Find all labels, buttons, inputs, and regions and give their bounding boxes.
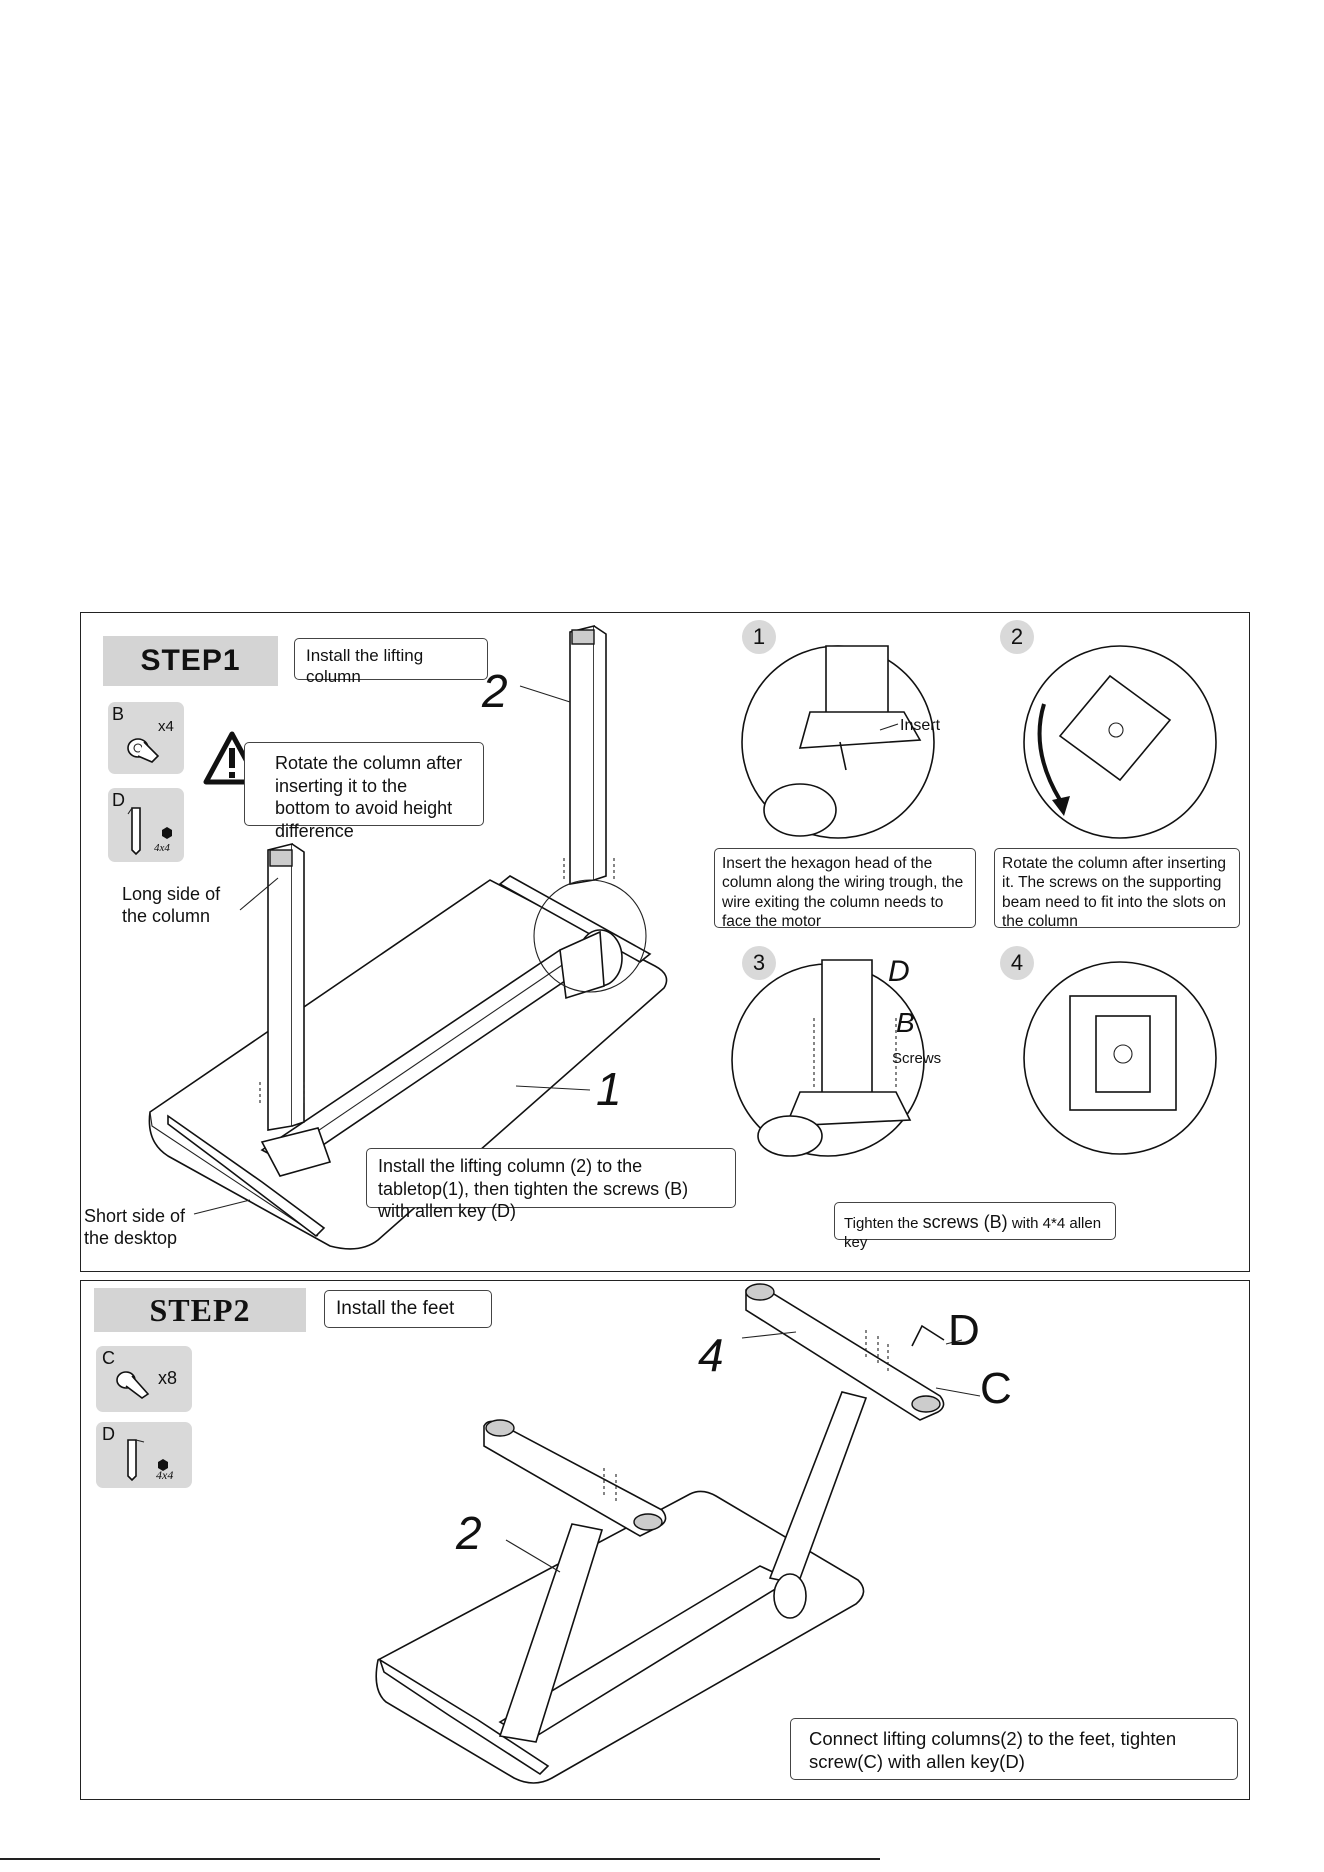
- part-b-card: B x4: [108, 702, 184, 774]
- step2-instruction: Connect lifting columns(2) to the feet, …: [790, 1718, 1238, 1780]
- step1-main-diagram: [148, 624, 668, 1250]
- step2-num-column: 2: [456, 1507, 482, 1559]
- step1-num-column: 2: [482, 665, 508, 717]
- step1-banner: STEP1: [103, 636, 278, 686]
- part-b-qty: x4: [158, 718, 174, 735]
- detail4-number: 4: [1000, 946, 1034, 980]
- step1-num-tabletop: 1: [596, 1063, 622, 1115]
- part-c-qty: x8: [158, 1368, 178, 1388]
- part-d-card: D 4x4: [108, 788, 184, 862]
- part-c-card: C x8: [96, 1346, 192, 1412]
- screw-c-icon: [116, 1371, 150, 1399]
- footer-rule: [0, 1858, 880, 1860]
- part-c-letter: C: [102, 1348, 115, 1368]
- detail3-d: D: [888, 955, 910, 988]
- detail-circles: [731, 645, 1217, 1157]
- label-long-side: Long side of the column: [122, 884, 221, 926]
- detail2-number: 2: [1000, 620, 1034, 654]
- tighten-note: Tighten the screws (B) with 4*4 allen ke…: [834, 1202, 1116, 1251]
- part-d2-size: 4x4: [156, 1468, 174, 1482]
- step1-instruction: Install the lifting column (2) to the ta…: [366, 1148, 736, 1221]
- detail1-number: 1: [742, 620, 776, 654]
- tighten-screws: screws (B): [922, 1212, 1008, 1232]
- detail2-caption: Rotate the column after inserting it. Th…: [994, 848, 1240, 930]
- allen-key-icon: [127, 807, 172, 856]
- part-d2-letter: D: [102, 1424, 115, 1444]
- step2-num-feet: 4: [698, 1329, 724, 1381]
- tighten-prefix: Tighten the: [844, 1215, 923, 1232]
- screw-icon: [127, 738, 160, 763]
- step2-label-c: C: [980, 1364, 1012, 1413]
- step2-label-d: D: [948, 1306, 980, 1355]
- step2-main-diagram: [375, 1283, 981, 1784]
- part-b-letter: B: [112, 704, 125, 724]
- detail3-b: B: [896, 1007, 915, 1038]
- step1-title: Install the lifting column: [294, 638, 488, 686]
- warning-text: Rotate the column after inserting it to …: [244, 742, 484, 841]
- part-d-letter: D: [112, 790, 125, 810]
- tighten-suffix: with 4*4 allen key: [844, 1215, 1102, 1251]
- detail3-screws: Screws: [892, 1050, 942, 1067]
- step2-banner: STEP2: [94, 1288, 306, 1332]
- step2-title: Install the feet: [324, 1290, 492, 1328]
- allen-key-d2-icon: [127, 1439, 168, 1482]
- detail1-insert: Insert: [900, 717, 941, 734]
- detail3-number: 3: [742, 946, 776, 980]
- part-d2-card: D 4x4: [96, 1422, 192, 1488]
- part-d-size: 4x4: [154, 842, 170, 854]
- label-short-side: Short side of the desktop: [84, 1206, 186, 1248]
- detail1-caption: Insert the hexagon head of the column al…: [714, 848, 976, 930]
